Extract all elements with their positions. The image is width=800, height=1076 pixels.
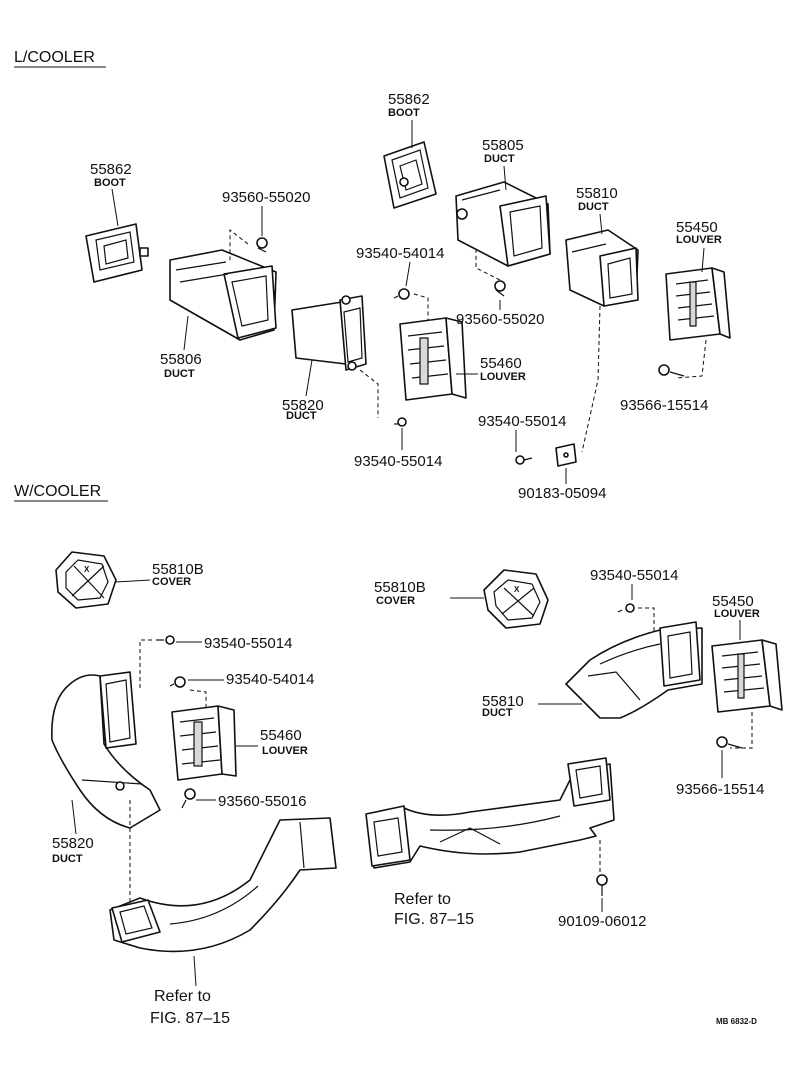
section-heading-w-cooler: W/COOLER — [14, 483, 101, 500]
part-name-louver-55460-w: LOUVER — [262, 745, 308, 757]
dashed-fitting-line — [229, 228, 249, 262]
dashed-fitting-line — [359, 369, 379, 418]
cover-mark-right: X — [514, 585, 520, 594]
dashed-fitting-line — [189, 689, 207, 708]
screw-icon — [393, 288, 410, 300]
leader-line — [305, 359, 313, 397]
part-name-duct-55810-l: DUCT — [578, 201, 609, 213]
part-number-55862-left: 55862 — [90, 161, 132, 178]
part-name-duct-55820-l: DUCT — [286, 410, 317, 422]
part-number-55810b-left: 55810B — [152, 561, 204, 578]
part-name-louver-55450-w: LOUVER — [714, 608, 760, 620]
duct-55820-w-drawing — [51, 671, 161, 829]
dashed-fitting-line — [139, 639, 152, 688]
section-heading-l-cooler: L/COOLER — [14, 49, 95, 66]
screw-icon — [169, 676, 186, 688]
part-name-louver-55460-l: LOUVER — [480, 371, 526, 383]
fastener-93540-55014-d: 93540-55014 — [590, 567, 678, 584]
duct-55810-l-drawing — [565, 229, 639, 307]
duct-55805-drawing — [455, 181, 551, 267]
part-name-boot-mid: BOOT — [388, 107, 420, 119]
screw-icon — [617, 603, 635, 613]
part-number-55460-w: 55460 — [260, 727, 302, 744]
part-name-duct-55805: DUCT — [484, 153, 515, 165]
fastener-93540-55014-c: 93540-55014 — [204, 635, 292, 652]
louver-55450-w-drawing — [711, 639, 783, 713]
fastener-93560-55016: 93560-55016 — [218, 793, 306, 810]
leader-line — [183, 315, 189, 351]
refer-note-left-line1: Refer to — [154, 988, 211, 1005]
part-name-louver-55450-l: LOUVER — [676, 234, 722, 246]
cover-mark-left: X — [84, 565, 90, 574]
louver-55460-l-drawing — [399, 317, 467, 401]
part-number-55820-l: 55820 — [282, 397, 324, 414]
part-number-55805: 55805 — [482, 137, 524, 154]
part-name-cover-left: COVER — [152, 576, 191, 588]
leader-line — [193, 955, 197, 987]
boot-55862-mid-drawing — [383, 141, 437, 209]
leader-line — [701, 247, 705, 273]
screw-icon — [256, 237, 268, 253]
fastener-93566-15514-a: 93566-15514 — [620, 397, 708, 414]
duct-55806-drawing — [169, 249, 277, 341]
screw-icon — [515, 455, 533, 465]
part-name-duct-55810-w: DUCT — [482, 707, 513, 719]
part-name-duct-55820-w: DUCT — [52, 853, 83, 865]
leader-line — [115, 579, 151, 583]
cover-55810b-left-drawing — [55, 551, 117, 609]
screw-icon — [181, 788, 196, 809]
fastener-90109-06012: 90109-06012 — [558, 913, 646, 930]
floor-duct-right-drawing — [365, 757, 615, 869]
floor-duct-left-drawing — [109, 817, 337, 953]
cover-55810b-right-drawing — [483, 569, 549, 629]
part-name-duct-55806: DUCT — [164, 368, 195, 380]
louver-55450-l-drawing — [665, 267, 731, 341]
bolt-icon — [596, 874, 608, 896]
screw-icon — [394, 417, 407, 427]
dashed-fitting-line — [581, 305, 601, 453]
refer-note-right-line1: Refer to — [394, 891, 451, 908]
boot-55862-left-drawing — [85, 223, 149, 283]
fastener-93540-54014-a: 93540-54014 — [356, 245, 444, 262]
part-name-boot-left: BOOT — [94, 177, 126, 189]
screw-icon — [156, 635, 175, 645]
part-number-55810b-right: 55810B — [374, 579, 426, 596]
fastener-93540-54014-b: 93540-54014 — [226, 671, 314, 688]
part-number-55862-mid: 55862 — [388, 91, 430, 108]
leader-line — [405, 261, 411, 287]
part-number-55820-w: 55820 — [52, 835, 94, 852]
fastener-93560-55020-a: 93560-55020 — [222, 189, 310, 206]
dashed-fitting-line — [413, 293, 429, 326]
part-number-55460-l: 55460 — [480, 355, 522, 372]
fastener-93566-15514-b: 93566-15514 — [676, 781, 764, 798]
dashed-fitting-line — [675, 339, 707, 379]
part-number-55806: 55806 — [160, 351, 202, 368]
fastener-93560-55020-b: 93560-55020 — [456, 311, 544, 328]
fastener-90183-05094: 90183-05094 — [518, 485, 606, 502]
louver-55460-w-drawing — [171, 705, 237, 781]
part-name-cover-right: COVER — [376, 595, 415, 607]
screw-icon — [716, 736, 743, 749]
refer-note-left-line2: FIG. 87–15 — [150, 1010, 230, 1027]
duct-55820-l-drawing — [291, 295, 367, 371]
dashed-fitting-line — [730, 712, 753, 749]
clip-icon — [555, 443, 577, 467]
refer-note-right-line2: FIG. 87–15 — [394, 911, 474, 928]
leader-line — [111, 188, 119, 227]
leader-line — [71, 799, 77, 835]
leader-line — [503, 165, 507, 191]
duct-55810-w-drawing — [565, 621, 703, 719]
part-number-55450-w: 55450 — [712, 593, 754, 610]
fastener-93540-55014-b: 93540-55014 — [478, 413, 566, 430]
screw-icon — [494, 280, 506, 297]
part-number-55450-l: 55450 — [676, 219, 718, 236]
part-number-55810-w: 55810 — [482, 693, 524, 710]
dashed-fitting-line — [475, 250, 501, 281]
leader-line — [599, 213, 603, 235]
fastener-93540-55014-a: 93540-55014 — [354, 453, 442, 470]
screw-icon — [658, 364, 685, 377]
part-number-55810-l: 55810 — [576, 185, 618, 202]
drawing-reference-stamp: MB 6832-D — [716, 1017, 757, 1026]
